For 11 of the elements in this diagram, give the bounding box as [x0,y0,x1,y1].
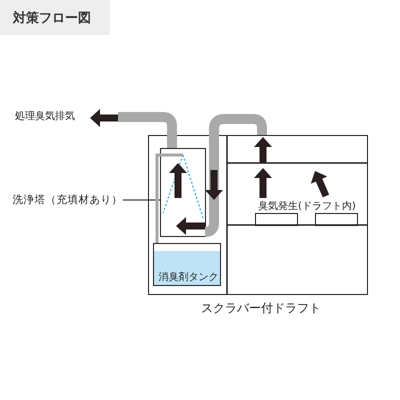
title: 対策フロー図 [13,10,91,27]
supply-pipe [156,154,183,243]
draft-label: スクラバー付ドラフト [201,301,321,316]
scrubber-tower [160,148,206,236]
exhaust-label: 処理臭気排気 [15,111,75,123]
tank-label: 消臭剤タンク [158,272,218,284]
odor-source-label: 臭気発生(ドラフト内) [258,201,356,213]
deodorant-tank [152,242,220,286]
odor-source-box [314,212,358,226]
odor-source-box [254,212,298,226]
label-text: 洗浄塔（充填材あり） [12,193,124,208]
